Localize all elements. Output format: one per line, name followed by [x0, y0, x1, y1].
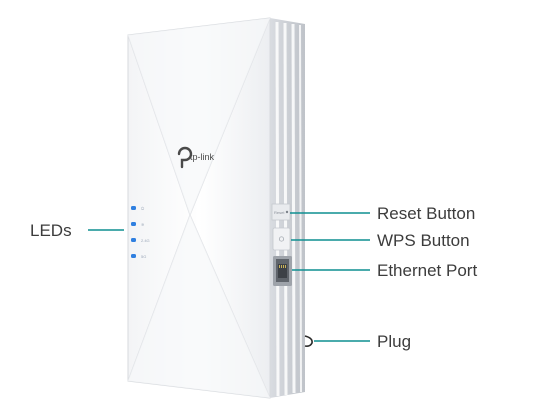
device-front: tp-link ⏻ ≋ 2.4G 5G — [127, 17, 271, 399]
reset-button[interactable]: Reset — [271, 203, 291, 221]
led-2g-label: 2.4G — [141, 238, 150, 243]
led-panel: ⏻ ≋ 2.4G 5G — [131, 206, 150, 259]
brand-name: tp-link — [190, 152, 215, 162]
led-power — [131, 206, 136, 210]
callout-labels: LEDs Reset Button WPS Button Ethernet Po… — [30, 204, 477, 351]
side-hardware: Reset — [271, 203, 313, 347]
plug — [304, 335, 313, 347]
led-signal-label: ≋ — [141, 222, 144, 227]
led-5g-label: 5G — [141, 254, 146, 259]
reset-port-text: Reset — [274, 210, 285, 215]
leds-label: LEDs — [30, 221, 72, 240]
plug-label: Plug — [377, 332, 411, 351]
ethernet-port-label: Ethernet Port — [377, 261, 477, 280]
reset-button-label: Reset Button — [377, 204, 475, 223]
led-5g — [131, 254, 136, 258]
led-signal — [131, 222, 136, 226]
front-facets — [127, 17, 271, 399]
led-2g — [131, 238, 136, 242]
tp-link-logo: tp-link — [177, 146, 215, 169]
leader-lines — [88, 212, 370, 342]
ethernet-port[interactable] — [273, 256, 292, 286]
wps-button[interactable] — [272, 227, 291, 251]
wps-button-label: WPS Button — [377, 231, 470, 250]
led-power-label: ⏻ — [141, 206, 145, 211]
